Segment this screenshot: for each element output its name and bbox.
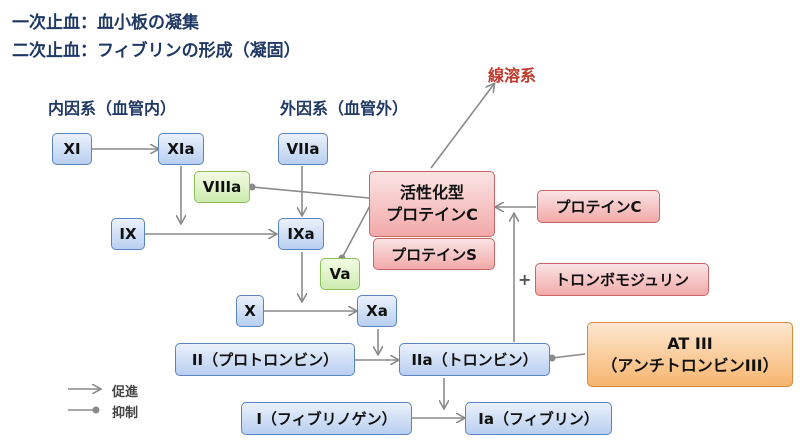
node-viia: VIIa (278, 133, 328, 165)
edge-at3-inhibits-iia (551, 353, 586, 359)
header-secondary-hemostasis: 二次止血：フィブリンの形成（凝固） (12, 41, 301, 61)
node-x: X (236, 295, 264, 327)
label-intrinsic-pathway: 内因系（血管内） (48, 99, 177, 118)
node-protein-c: プロテインC (537, 190, 660, 223)
edge-apc-to-fibrinolysis (430, 84, 494, 169)
inhibit-dot-iia (548, 354, 556, 362)
node-fibrinogen: I（フィブリノゲン） (241, 402, 412, 435)
apc-line1: 活性化型 (399, 183, 464, 202)
node-antithrombin-iii: AT III （アンチトロンビンIII） (587, 322, 793, 387)
label-fibrinolysis: 線溶系 (488, 66, 537, 85)
node-protein-s: プロテインS (373, 238, 495, 270)
node-fibrin: Ia（フィブリン） (465, 402, 612, 435)
plus-sign: + (518, 270, 532, 289)
node-thrombomodulin: トロンボモジュリン (535, 263, 709, 296)
edge-apc-inhibits-viiia (251, 186, 370, 199)
node-ix: IX (111, 218, 145, 250)
node-xa: Xa (357, 295, 397, 327)
inhibit-dot-viiia (248, 183, 256, 191)
edge-apc-inhibits-va (341, 201, 373, 259)
node-activated-protein-c: 活性化型 プロテインC (369, 171, 495, 237)
legend-promote-label: 促進 (112, 385, 139, 400)
node-ixa: IXa (278, 218, 324, 250)
label-extrinsic-pathway: 外因系（血管外） (280, 99, 409, 118)
at3-line2: （アンチトロンビンIII） (601, 355, 779, 375)
header-primary-hemostasis: 一次止血：血小板の凝集 (12, 13, 199, 33)
node-viiia: VIIIa (194, 171, 250, 203)
node-xi: XI (52, 133, 92, 165)
node-xia: XIa (158, 133, 204, 165)
legend-inhibit-label: 抑制 (112, 406, 139, 421)
node-prothrombin: II（プロトロンビン） (175, 343, 355, 376)
legend-inhibit-dot (92, 406, 100, 414)
node-thrombin: IIa（トロンビン） (399, 343, 550, 376)
at3-line1: AT III (667, 333, 713, 353)
node-va: Va (320, 258, 360, 290)
apc-line2: プロテインC (386, 205, 478, 224)
